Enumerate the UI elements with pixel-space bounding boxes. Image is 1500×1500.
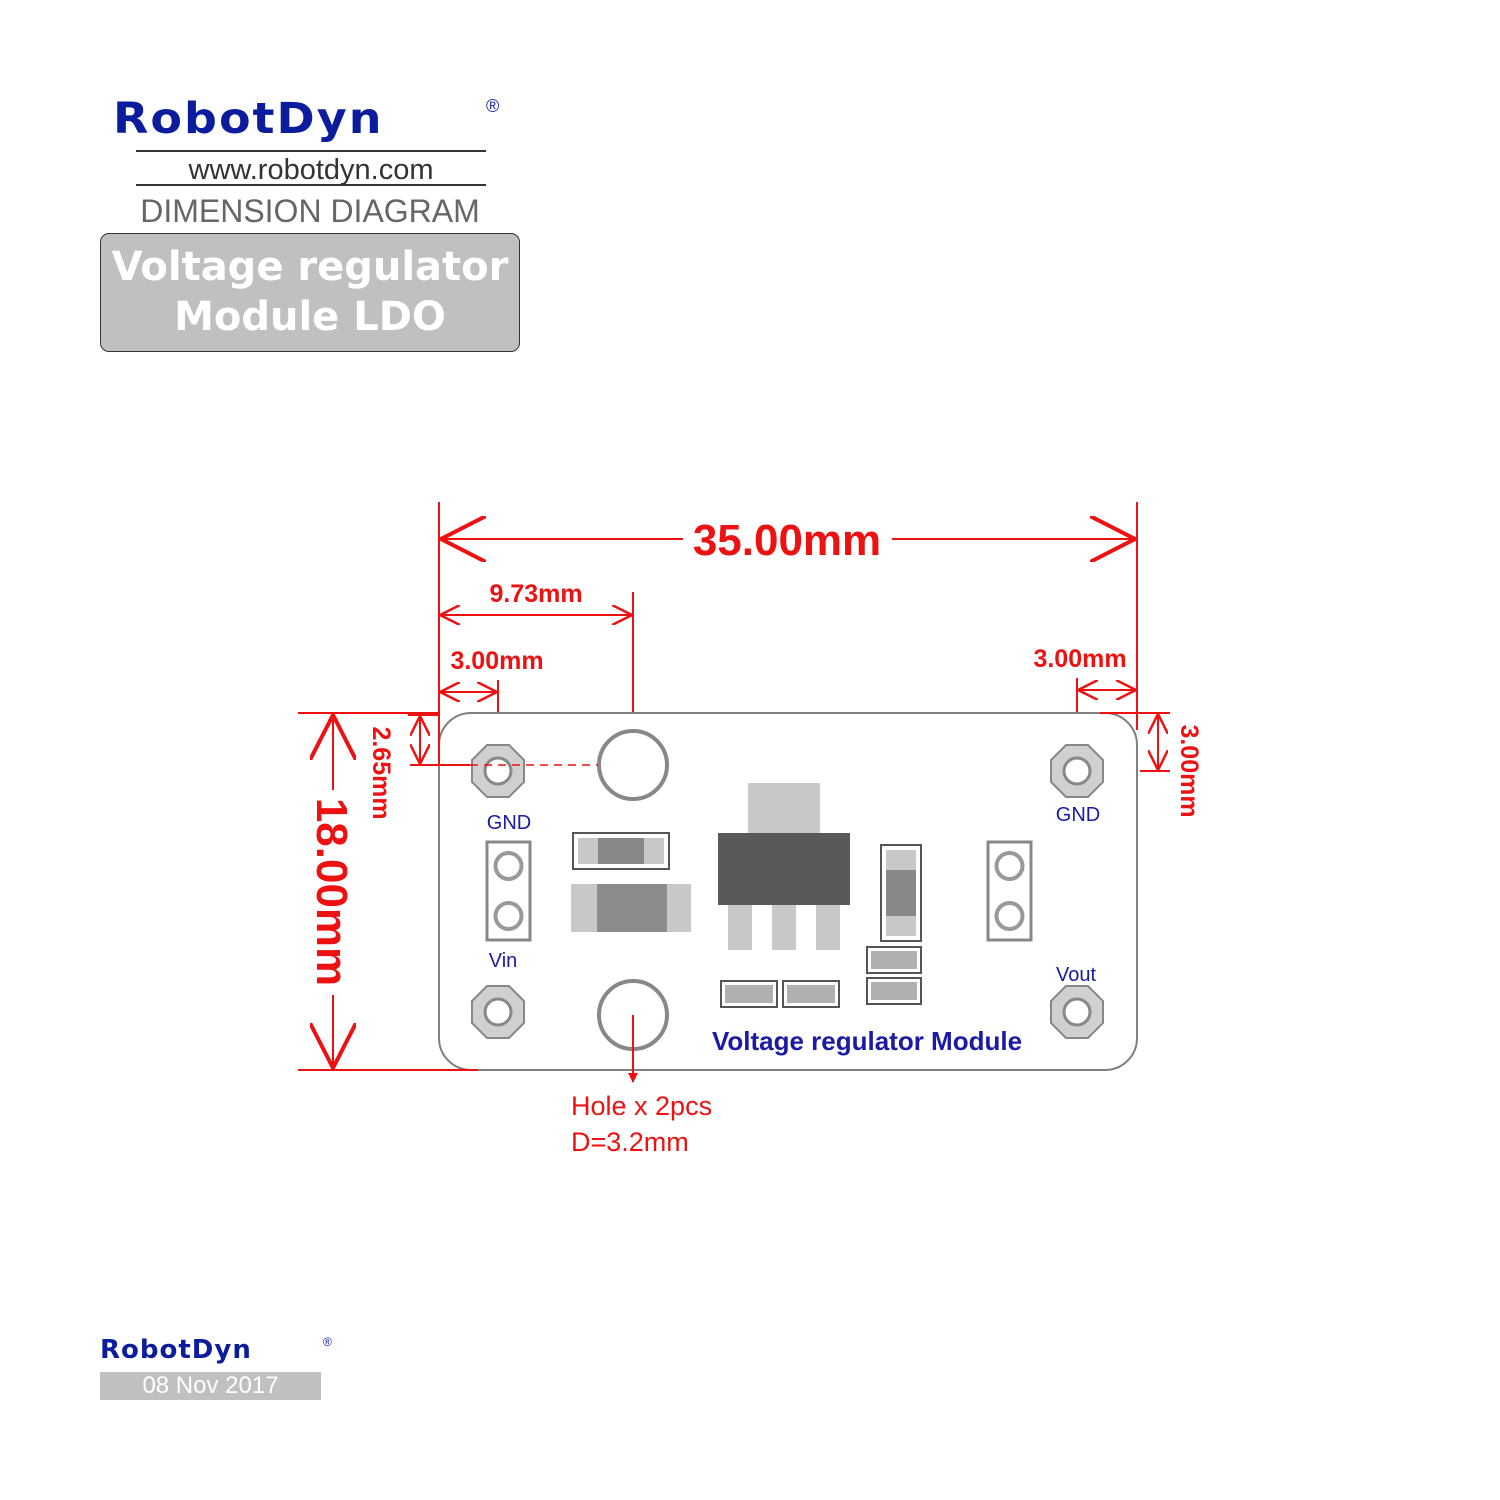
header-right — [986, 840, 1033, 942]
pin-label-gnd-left: GND — [487, 812, 531, 834]
dim-height-label: 18.00mm — [307, 798, 356, 986]
dim-left-margin-label: 3.00mm — [450, 647, 543, 675]
board-silkscreen-label: Voltage regulator Module — [712, 1026, 1022, 1056]
smd-small-4 — [866, 977, 922, 1005]
smd-small-1 — [720, 980, 778, 1008]
website-url[interactable]: www.robotdyn.com — [136, 150, 486, 186]
smd-small-3 — [866, 946, 922, 974]
dim-right-y-label: 3.00mm — [1175, 724, 1203, 817]
dim-right-margin-label: 3.00mm — [1033, 645, 1126, 673]
pin-label-vout: Vout — [1056, 964, 1096, 986]
corner-pad-top-left — [471, 744, 525, 798]
footer-date: 08 Nov 2017 — [100, 1372, 321, 1400]
dim-hole-x-label: 9.73mm — [489, 580, 582, 608]
footer-registered-mark: ® — [323, 1335, 332, 1349]
corner-pad-top-right — [1050, 744, 1104, 798]
corner-pad-bottom-left — [471, 985, 525, 1039]
dim-hole-y-label: 2.65mm — [367, 726, 395, 819]
hole-note-line2: D=3.2mm — [571, 1127, 689, 1157]
module-title-box: Voltage regulator Module LDO — [100, 233, 520, 352]
header-left — [485, 840, 532, 942]
document-type: DIMENSION DIAGRAM — [140, 193, 480, 229]
ldo-regulator-chip — [718, 783, 850, 950]
smd-diode — [571, 884, 691, 932]
smd-capacitor-vertical — [880, 844, 922, 942]
module-title-line2: Module LDO — [174, 294, 446, 340]
pin-label-vin: Vin — [489, 950, 518, 972]
module-title-line1: Voltage regulator — [111, 244, 509, 290]
hole-note-line1: Hole x 2pcs — [571, 1091, 712, 1121]
brand-logo: RobotDyn — [113, 93, 384, 143]
smd-resistor-left — [572, 832, 670, 870]
dim-width-label: 35.00mm — [693, 516, 881, 565]
corner-pad-bottom-right — [1050, 985, 1104, 1039]
footer-brand-logo: RobotDyn — [100, 1335, 252, 1365]
registered-mark: ® — [486, 96, 500, 116]
smd-small-2 — [782, 980, 840, 1008]
mounting-hole-top — [597, 729, 669, 801]
pin-label-gnd-right: GND — [1056, 804, 1100, 826]
